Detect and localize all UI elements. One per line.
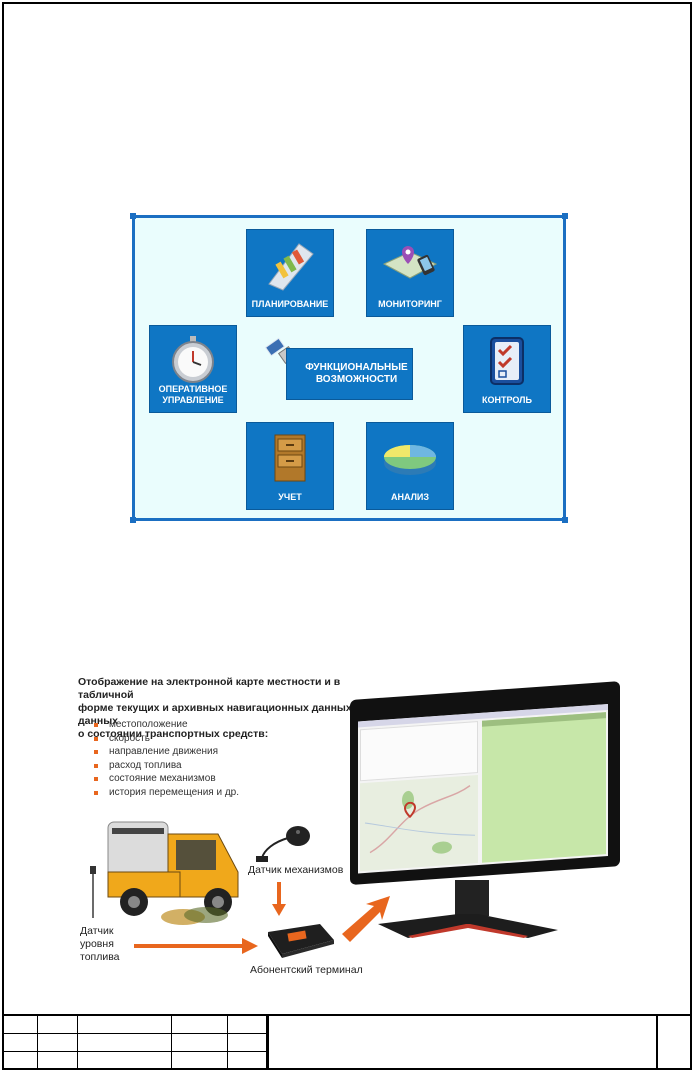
- stamp-cell: [78, 1034, 172, 1052]
- stamp-cell: [38, 1052, 78, 1070]
- center-label-2: ВОЗМОЖНОСТИ: [315, 374, 398, 385]
- diagram-corner: [130, 213, 136, 219]
- tile-monitoring-label: МОНИТОРИНГ: [378, 299, 442, 309]
- screen-log-panel: [360, 721, 478, 782]
- title-block: [2, 1014, 692, 1070]
- monitoring-software-screen: [358, 703, 608, 874]
- checklist-icon: [490, 337, 524, 385]
- center-label-1: ФУНКЦИОНАЛЬНЫЕ: [305, 362, 408, 373]
- scheme-heading-line-1: Отображение на электронной карте местнос…: [78, 676, 341, 701]
- fuel-sensor-caption: Датчик уровня топлива: [80, 925, 120, 964]
- map-pin-icon: [404, 801, 416, 819]
- tile-operative-label-1: ОПЕРАТИВНОЕ: [158, 384, 228, 394]
- fuel-sensor-caption-1: Датчик: [80, 925, 114, 937]
- map-route: [364, 785, 476, 854]
- arrow-right-icon: [134, 938, 258, 954]
- fuel-sensor-caption-3: топлива: [80, 951, 120, 963]
- title-block-grid: [2, 1016, 267, 1070]
- stamp-cell: [172, 1052, 228, 1070]
- stamp-cell: [2, 1052, 38, 1070]
- stopwatch-icon: [172, 336, 214, 383]
- screen-map: [360, 775, 478, 872]
- tile-accounting-label: УЧЕТ: [278, 492, 302, 502]
- diagram-corner: [562, 213, 568, 219]
- subscriber-terminal-device: [268, 924, 334, 958]
- tile-operative-label-2: УПРАВЛЕНИЕ: [162, 395, 224, 405]
- feature-item: местоположение: [94, 718, 239, 732]
- map-phone-icon: [382, 246, 438, 279]
- stamp-cell: [2, 1016, 38, 1034]
- street-sweeper-vehicle: [107, 821, 239, 925]
- tile-planning-label: ПЛАНИРОВАНИЕ: [251, 299, 329, 309]
- monitor-stand-base: [378, 914, 558, 938]
- scheme-heading-line-2: форме текущих и архивных навигационных д…: [78, 702, 362, 727]
- mechanism-sensor: [256, 826, 310, 862]
- pie-chart-icon: [384, 445, 436, 475]
- fuel-level-sensor: [90, 866, 96, 918]
- feature-item: направление движения: [94, 745, 239, 759]
- arrow-up-right-icon: [342, 896, 390, 942]
- fuel-sensor-caption-2: уровня: [80, 938, 114, 950]
- feature-item: скорость: [94, 732, 239, 746]
- tile-planning: ПЛАНИРОВАНИЕ: [246, 229, 334, 317]
- title-block-name-field: [267, 1016, 692, 1070]
- feature-list: местоположение скорость направление движ…: [94, 718, 239, 799]
- mechanism-sensor-caption: Датчик механизмов: [248, 864, 344, 876]
- stamp-cell: [78, 1016, 172, 1034]
- tile-control-label: КОНТРОЛЬ: [482, 395, 532, 405]
- stamp-cell: [228, 1034, 267, 1052]
- diagram-corner: [562, 517, 568, 523]
- title-block-sheet-field: [656, 1016, 692, 1070]
- tile-operative-management: ОПЕРАТИВНОЕ УПРАВЛЕНИЕ: [149, 325, 237, 413]
- tile-analysis-label: АНАЛИЗ: [390, 492, 430, 502]
- diagram-corner: [130, 517, 136, 523]
- monitor-display: [350, 681, 620, 885]
- scheme-heading-line-3: о состоянии транспортных средств:: [78, 728, 269, 740]
- file-cabinet-icon: [274, 434, 306, 482]
- stamp-cell: [38, 1016, 78, 1034]
- stamp-cell: [172, 1034, 228, 1052]
- stamp-cell: [172, 1016, 228, 1034]
- functional-diagram: ПЛАНИРОВАНИЕ МОНИТОРИНГ ОПЕРАТИВНОЕ УПРА…: [130, 213, 568, 523]
- terminal-caption: Абонентский терминал: [250, 964, 363, 976]
- monitor-stand-neck: [455, 880, 489, 916]
- stamp-cell: [2, 1034, 38, 1052]
- feature-item: история перемещения и др.: [94, 786, 239, 800]
- screen-data-table: [482, 712, 606, 863]
- tile-accounting: УЧЕТ: [246, 422, 334, 510]
- scheme-heading: Отображение на электронной карте местнос…: [78, 676, 398, 741]
- stamp-cell: [38, 1034, 78, 1052]
- arrow-down-icon: [272, 882, 286, 916]
- stamp-cell: [78, 1052, 172, 1070]
- tile-analysis: АНАЛИЗ: [366, 422, 454, 510]
- feature-item: состояние механизмов: [94, 772, 239, 786]
- center-box-functional-capabilities: ФУНКЦИОНАЛЬНЫЕ ВОЗМОЖНОСТИ: [286, 348, 413, 400]
- tile-monitoring: МОНИТОРИНГ: [366, 229, 454, 317]
- feature-item: расход топлива: [94, 759, 239, 773]
- stamp-cell: [228, 1016, 267, 1034]
- gantt-chart-icon: [268, 243, 314, 291]
- stamp-cell: [228, 1052, 267, 1070]
- tile-control: КОНТРОЛЬ: [463, 325, 551, 413]
